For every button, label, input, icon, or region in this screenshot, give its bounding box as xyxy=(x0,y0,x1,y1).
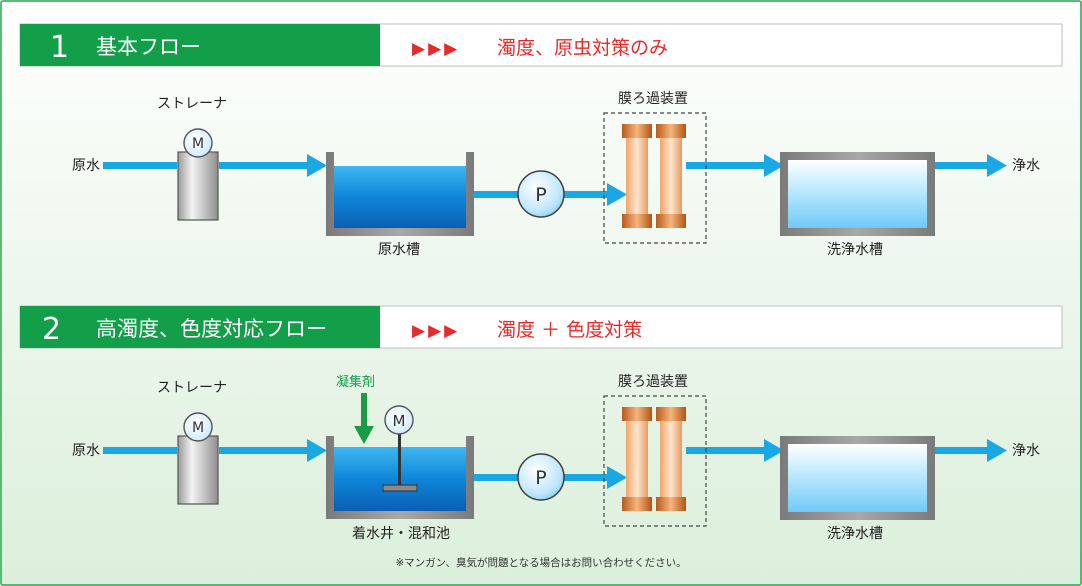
flow1-membrane-tube-right xyxy=(660,136,682,220)
flow1-arrow-head-tank2 xyxy=(764,154,784,177)
flow2-strainer-body xyxy=(177,435,219,505)
flow1-pipe-source xyxy=(103,162,177,169)
footnote: ※マンガン、臭気が問題となる場合はお問い合わせください。 xyxy=(395,556,686,569)
flow2-tank2-label: 洗浄水槽 xyxy=(827,526,883,542)
flow1-header: 1 基本フロー ▶▶▶ 濁度、原虫対策のみ xyxy=(19,23,1063,67)
flow1-header-green xyxy=(20,24,380,66)
flow2-strainer-motor-icon xyxy=(183,412,213,442)
flow2-membrane-cap xyxy=(656,497,686,511)
flow2-strainer: M xyxy=(177,412,219,505)
flow2-pump-icon xyxy=(517,453,565,501)
flow2-mixer-shaft xyxy=(398,434,401,486)
flow1-pipes xyxy=(103,154,1007,206)
flow2-coagulant-arrow xyxy=(354,393,374,444)
flow2-mixer-motor-icon xyxy=(384,405,414,435)
flow2-header: 2 高濁度、色度対応フロー ▶▶▶ 濁度 ＋ 色度対策 xyxy=(19,305,1063,349)
flow1-membrane-tube-left xyxy=(626,136,648,220)
flow1-tank1-water xyxy=(334,166,466,228)
flow2-membrane-cap xyxy=(656,407,686,421)
flow2-header-arrows: ▶▶▶ xyxy=(412,321,460,341)
flow1-membrane-cap xyxy=(656,214,686,228)
flow2-header-green xyxy=(20,306,380,348)
flow2-arrow-head-output xyxy=(987,439,1007,462)
flow2-membrane-label: 膜ろ過装置 xyxy=(618,374,688,390)
flow2-coagulant-label: 凝集剤 xyxy=(336,374,375,390)
flow1-pipe-strainer-tank xyxy=(219,162,309,169)
flow1-tank2-label: 洗浄水槽 xyxy=(827,242,883,258)
flow2-strainer-motor-label: M xyxy=(192,420,204,436)
flow1-strainer: M xyxy=(177,128,219,221)
flow1-membrane-cap xyxy=(622,124,652,138)
flow1-strainer-body xyxy=(177,151,219,221)
flow1-tank1-label: 原水槽 xyxy=(378,242,420,258)
flow1-title: 基本フロー xyxy=(96,35,201,59)
flow2-pipes xyxy=(103,439,1007,489)
flow1-membrane-cap xyxy=(656,124,686,138)
flow1-strainer-motor-label: M xyxy=(192,136,204,152)
flow2-pipe-source xyxy=(103,447,177,454)
flow1-membrane-label: 膜ろ過装置 xyxy=(618,91,688,107)
flow2-pipe-pump-membrane xyxy=(564,474,610,481)
flow2-pipe-tank-pump xyxy=(474,474,518,481)
flow1-pump-label: P xyxy=(535,184,546,206)
flow1-section: 1 基本フロー ▶▶▶ 濁度、原虫対策のみ 原水 ストレーナ 膜ろ過装置 原水槽… xyxy=(19,23,1063,258)
flow2-strainer-label: ストレーナ xyxy=(157,380,227,396)
flow2-tank2-water xyxy=(788,444,928,512)
flow2-coagulant-arrow-head xyxy=(354,426,374,444)
flow1-membrane-box xyxy=(603,112,707,244)
flow2-tank1-label: 着水井・混和池 xyxy=(352,526,450,542)
flow2-arrow-head-tank2 xyxy=(764,439,784,462)
flow2-pump-label: P xyxy=(535,467,546,489)
flow2-output-label: 浄水 xyxy=(1012,443,1040,459)
flow1-pipe-membrane-tank xyxy=(686,162,766,169)
flow1-tank2 xyxy=(780,152,935,236)
flow2-membrane-unit xyxy=(603,395,707,527)
flow1-strainer-motor-icon xyxy=(183,128,213,158)
flow1-description: 濁度、原虫対策のみ xyxy=(497,37,668,59)
flow1-output-label: 浄水 xyxy=(1012,158,1040,174)
flow1-tank1 xyxy=(326,152,474,236)
flow2-pipe-membrane-tank xyxy=(686,447,766,454)
flow2-pipe-output xyxy=(933,447,989,454)
flow2-pump: P xyxy=(517,453,565,501)
flow2-membrane-cap xyxy=(622,407,652,421)
flow2-source-label: 原水 xyxy=(72,443,100,459)
flow1-membrane-cap xyxy=(622,214,652,228)
flow1-source-label: 原水 xyxy=(72,158,100,174)
flow2-title: 高濁度、色度対応フロー xyxy=(96,317,327,341)
flow2-membrane-tube-left xyxy=(626,419,648,503)
flow2-description: 濁度 ＋ 色度対策 xyxy=(497,319,642,341)
flow1-membrane-unit xyxy=(603,112,707,244)
flow2-arrow-head-tank xyxy=(307,439,327,462)
flow1-strainer-label: ストレーナ xyxy=(157,96,227,112)
flow2-mixer-paddle xyxy=(382,484,418,492)
flow2-section: 2 高濁度、色度対応フロー ▶▶▶ 濁度 ＋ 色度対策 原水 ストレーナ 凝集剤… xyxy=(19,305,1063,542)
flow1-header-arrows: ▶▶▶ xyxy=(412,39,460,59)
flow2-tank1: M xyxy=(326,405,474,519)
flow2-coagulant-arrow-shaft xyxy=(361,393,367,427)
flow2-pipe-strainer-tank xyxy=(219,447,309,454)
flow1-pipe-output xyxy=(933,162,989,169)
flow1-arrow-head-tank xyxy=(307,154,327,177)
flow2-tank2 xyxy=(780,436,935,520)
flow1-pump: P xyxy=(517,170,565,218)
flow2-membrane-tube-right xyxy=(660,419,682,503)
flow1-arrow-head-output xyxy=(987,154,1007,177)
flow2-number: 2 xyxy=(42,312,61,347)
flow1-pipe-tank-pump xyxy=(474,191,518,198)
flow2-membrane-cap xyxy=(622,497,652,511)
flow1-pipe-pump-membrane xyxy=(564,191,610,198)
flow1-number: 1 xyxy=(50,30,69,65)
flow2-membrane-box xyxy=(603,395,707,527)
flow2-arrow-head-membrane xyxy=(607,466,627,489)
flow1-pump-icon xyxy=(517,170,565,218)
flow1-tank2-water xyxy=(788,160,928,228)
flow1-arrow-head-membrane xyxy=(607,183,627,206)
flow2-mixer-motor-label: M xyxy=(393,412,406,430)
